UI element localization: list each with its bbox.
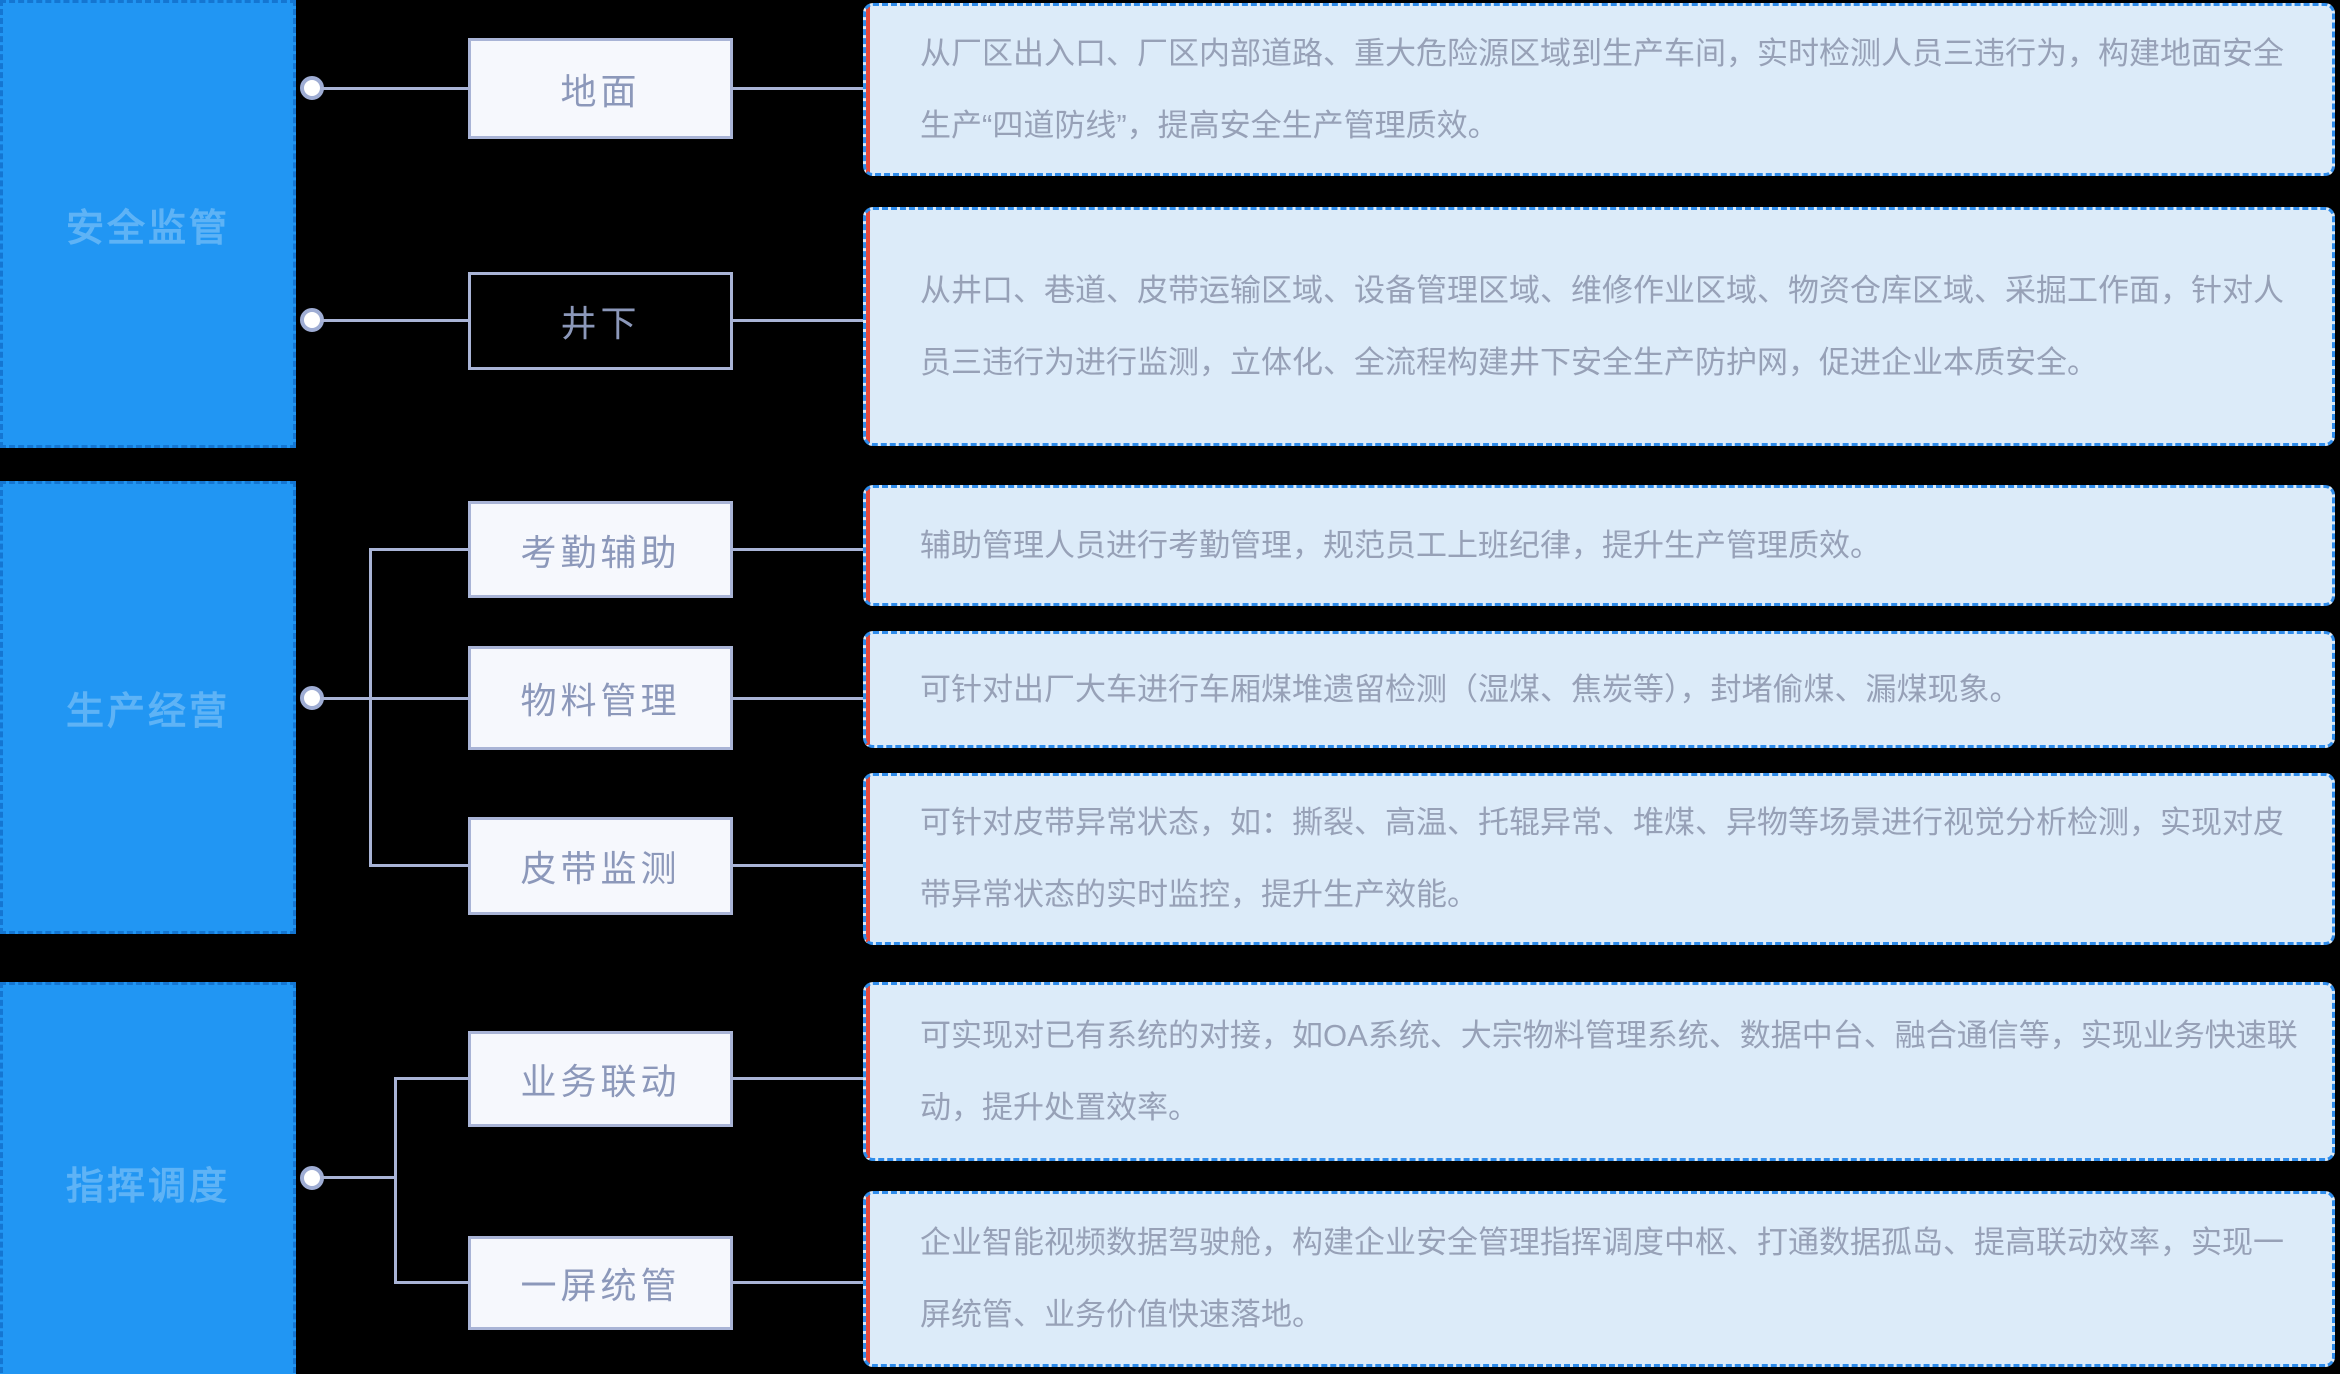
node-label-one-screen: 一屏统管: [520, 1265, 681, 1306]
connector-line: [369, 548, 468, 551]
category-label-production: 生产经营: [65, 691, 230, 733]
connector-line: [369, 864, 468, 867]
connector-line: [733, 319, 863, 322]
description-text-attendance: 辅助管理人员进行考勤管理，规范员工上班纪律，提升生产管理质效。: [920, 527, 1881, 563]
connector-line: [394, 1077, 397, 1284]
node-label-underground: 井下: [560, 303, 641, 344]
category-box-safety: 安全监管: [0, 0, 296, 448]
connector-line: [733, 1281, 863, 1284]
node-box-underground: 井下: [468, 272, 733, 370]
node-box-attendance: 考勤辅助: [468, 501, 733, 598]
node-label-belt: 皮带监测: [520, 848, 681, 889]
node-label-business-linkage: 业务联动: [520, 1061, 681, 1102]
connector-line: [733, 87, 863, 90]
node-box-ground: 地面: [468, 38, 733, 139]
node-box-business-linkage: 业务联动: [468, 1031, 733, 1127]
connector-line: [733, 1077, 863, 1080]
description-box-business-linkage: 可实现对已有系统的对接，如OA系统、大宗物料管理系统、数据中台、融合通信等，实现…: [863, 982, 2335, 1161]
category-box-production: 生产经营: [0, 481, 296, 934]
description-box-material: 可针对出厂大车进行车厢煤堆遗留检测（湿煤、焦炭等），封堵偷煤、漏煤现象。: [863, 631, 2335, 748]
description-box-attendance: 辅助管理人员进行考勤管理，规范员工上班纪律，提升生产管理质效。: [863, 485, 2335, 606]
node-box-belt: 皮带监测: [468, 817, 733, 915]
description-text-material: 可针对出厂大车进行车厢煤堆遗留检测（湿煤、焦炭等），封堵偷煤、漏煤现象。: [920, 671, 2021, 707]
node-label-attendance: 考勤辅助: [520, 531, 681, 573]
description-text-belt: 可针对皮带异常状态，如：撕裂、高温、托辊异常、堆煤、异物等场景进行视觉分析检测，…: [920, 805, 2284, 912]
description-box-ground: 从厂区出入口、厂区内部道路、重大危险源区域到生产车间，实时检测人员三违行为，构建…: [863, 3, 2335, 176]
connector-line: [733, 864, 863, 867]
node-box-material: 物料管理: [468, 646, 733, 750]
description-text-business-linkage: 可实现对已有系统的对接，如OA系统、大宗物料管理系统、数据中台、融合通信等，实现…: [920, 1017, 2298, 1125]
connector-line: [394, 1281, 468, 1284]
node-box-one-screen: 一屏统管: [468, 1236, 733, 1330]
description-box-belt: 可针对皮带异常状态，如：撕裂、高温、托辊异常、堆煤、异物等场景进行视觉分析检测，…: [863, 773, 2335, 945]
connector-line: [320, 87, 468, 90]
node-label-material: 物料管理: [520, 680, 681, 721]
connector-line: [369, 548, 372, 867]
connector-line: [733, 548, 863, 551]
node-label-ground: 地面: [560, 70, 641, 112]
connector-line: [733, 697, 863, 700]
description-text-ground: 从厂区出入口、厂区内部道路、重大危险源区域到生产车间，实时检测人员三违行为，构建…: [920, 35, 2284, 143]
connector-line: [320, 697, 468, 700]
description-box-one-screen: 企业智能视频数据驾驶舱，构建企业安全管理指挥调度中枢、打通数据孤岛、提高联动效率…: [863, 1191, 2335, 1367]
category-label-safety: 安全监管: [65, 207, 230, 250]
description-box-underground: 从井口、巷道、皮带运输区域、设备管理区域、维修作业区域、物资仓库区域、采掘工作面…: [863, 207, 2335, 446]
category-box-dispatch: 指挥调度: [0, 982, 296, 1374]
connector-line: [320, 319, 468, 322]
description-text-one-screen: 企业智能视频数据驾驶舱，构建企业安全管理指挥调度中枢、打通数据孤岛、提高联动效率…: [920, 1225, 2284, 1332]
description-text-underground: 从井口、巷道、皮带运输区域、设备管理区域、维修作业区域、物资仓库区域、采掘工作面…: [920, 272, 2284, 380]
connector-line: [320, 1176, 397, 1179]
category-label-dispatch: 指挥调度: [65, 1165, 230, 1208]
connector-line: [394, 1077, 468, 1080]
